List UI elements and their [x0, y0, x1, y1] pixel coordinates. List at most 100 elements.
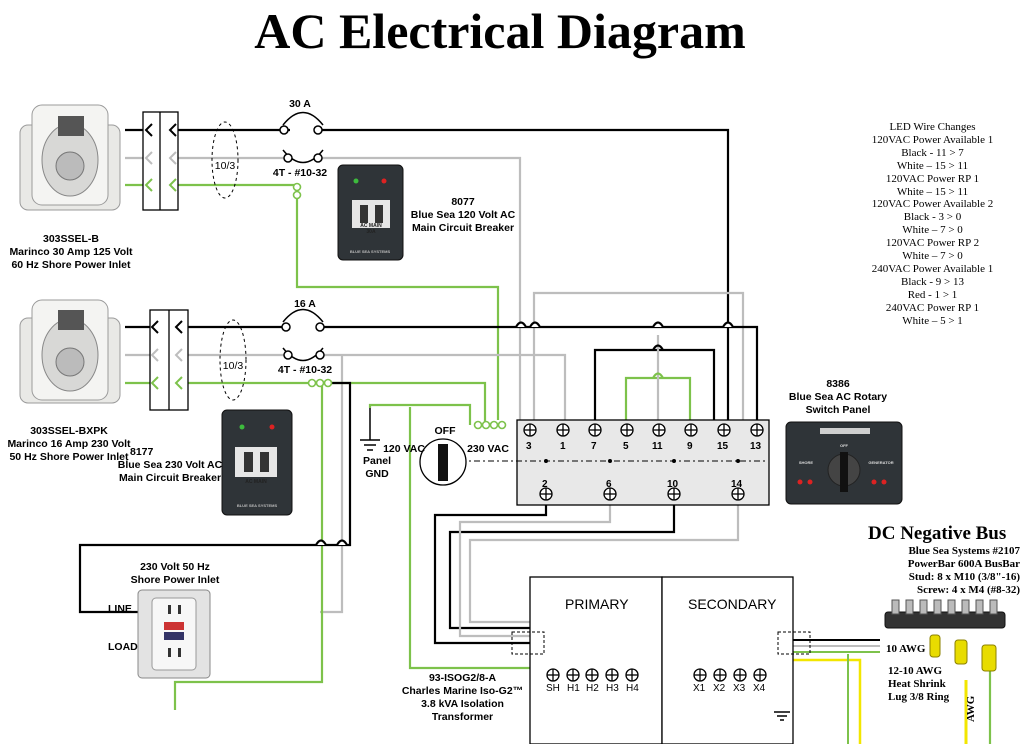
- wire-green-30a-ground: [125, 183, 500, 420]
- terminal-label: 3: [526, 441, 532, 452]
- led-note: Red - 1 > 1: [907, 288, 958, 301]
- wire-white-crossover: [532, 291, 745, 425]
- panel-8077-line1: Blue Sea 120 Volt AC: [410, 209, 516, 221]
- led-note: 240VAC Power Available 1: [871, 262, 994, 275]
- transformer-primary-label: PRIMARY: [565, 596, 629, 612]
- breaker-16a-symbol: [281, 308, 325, 362]
- rotary-off: OFF: [434, 425, 456, 437]
- terminal-label: 15: [717, 441, 729, 452]
- panel-8077-panel-text: AC MAIN: [360, 223, 382, 229]
- cable-label-top: 10/3: [214, 160, 236, 172]
- terminal-label: 13: [750, 441, 762, 452]
- page-title: AC Electrical Diagram: [254, 3, 746, 59]
- transformer-primary-box: [529, 576, 663, 744]
- terminal-label: 5: [623, 441, 629, 452]
- panel-gnd-label: Panel GND: [360, 455, 394, 481]
- panel-gnd-symbol: [360, 408, 380, 451]
- led-note: 120VAC Power RP 1: [885, 172, 980, 185]
- panel-8386-off: OFF: [840, 443, 848, 448]
- panel-8177-image: [221, 409, 293, 516]
- panel-8386-line2: Switch Panel: [805, 404, 871, 416]
- terminal-label: X1: [693, 683, 706, 694]
- terminal-label: H4: [626, 683, 639, 694]
- terminal-label: H3: [606, 683, 619, 694]
- dc-bus-lug3: Lug 3/8 Ring: [888, 691, 950, 703]
- led-note: Black - 3 > 0: [903, 211, 962, 224]
- wire-white-16a-neutral: [125, 353, 567, 614]
- dc-bus-line4: Screw: 4 x M4 (#8-32): [916, 584, 1020, 596]
- panel-8177-faceplate-text: AC MAIN: [245, 479, 267, 485]
- wire-black-16a-load: [78, 381, 352, 614]
- outlet-image: [137, 589, 211, 679]
- panel-8077-label: 8077 Blue Sea 120 Volt AC Main Circuit B…: [403, 196, 523, 235]
- wire-green-transformer-sh: [408, 407, 553, 670]
- dc-bus-line2: PowerBar 600A BusBar: [907, 558, 1020, 570]
- terminal-label: 9: [687, 441, 693, 452]
- panel-8077-faceplate-text: AC MAIN 30A: [350, 223, 392, 235]
- dc-bus-lug2: Heat Shrink: [888, 678, 946, 690]
- terminal-label: 6: [606, 479, 612, 490]
- transformer-line2: Charles Marine Iso-G2™: [401, 685, 524, 697]
- dc-bus-line3: Stud: 8 x M10 (3/8"-16): [908, 571, 1020, 583]
- wire-black-top-bridge: [593, 348, 716, 425]
- panel-8386-part: 8386: [826, 378, 850, 390]
- terminal-label: H1: [567, 683, 580, 694]
- terminal-label: 14: [731, 479, 743, 490]
- led-note: White – 7 > 0: [902, 250, 963, 263]
- led-note: White – 15 > 11: [896, 185, 969, 198]
- led-note: 240VAC Power RP 1: [885, 301, 980, 314]
- terminal-label: 2: [542, 479, 548, 490]
- terminal-label: X2: [713, 683, 726, 694]
- terminal-label: X4: [753, 683, 766, 694]
- dc-bus-10awg: 10 AWG: [886, 643, 926, 655]
- outlet-line1: 230 Volt 50 Hz: [140, 561, 210, 573]
- wire-black-16a-line: [125, 325, 759, 425]
- terminal-label: SH: [546, 683, 560, 694]
- terminal-label: 11: [652, 441, 663, 452]
- breaker-30a-symbol: [279, 111, 324, 164]
- cable-oval-bottom: [219, 319, 247, 401]
- terminal-label: 7: [591, 441, 597, 452]
- dc-bus-lug1: 12-10 AWG: [888, 665, 943, 677]
- led-notes: LED Wire Changes 120VAC Power Available …: [860, 121, 1005, 328]
- panel-8177-brand: BLUE SEA SYSTEMS: [236, 503, 278, 508]
- dc-bus-line1: Blue Sea Systems #2107: [908, 545, 1020, 557]
- inlet-16a-line2: 50 Hz Shore Power Inlet: [9, 451, 129, 463]
- panel-8386-image: [785, 421, 903, 505]
- lug-image: [929, 634, 997, 672]
- outlet-load-label: LOAD: [108, 641, 138, 653]
- led-note: Black - 11 > 7: [901, 146, 964, 159]
- led-note: 120VAC Power Available 1: [871, 133, 994, 146]
- panel-gnd-line1: Panel: [362, 455, 391, 467]
- inlet-16a-label: 303SSEL-BXPK Marinco 16 Amp 230 Volt 50 …: [2, 425, 136, 464]
- rotary-230vac: 230 VAC: [467, 443, 509, 455]
- led-note: 120VAC Power RP 2: [885, 237, 980, 250]
- rotary-knob-symbol: [419, 438, 467, 486]
- outlet-line2: Shore Power Inlet: [130, 574, 220, 586]
- rotary-120vac: 120 VAC: [383, 443, 425, 455]
- terminal-label: H2: [586, 683, 599, 694]
- breaker-30a-terminal: 4T - #10-32: [272, 167, 328, 179]
- outlet-label: 230 Volt 50 Hz Shore Power Inlet: [120, 561, 230, 587]
- cable-oval-top: [211, 121, 239, 199]
- inlet-30a-model: 303SSEL-B: [42, 233, 100, 245]
- transformer-label: 93-ISOG2/8-A Charles Marine Iso-G2™ 3.8 …: [400, 672, 525, 724]
- panel-8386-shore: SHORE: [798, 460, 814, 465]
- inlet-30a-label: 303SSEL-B Marinco 30 Amp 125 Volt 60 Hz …: [6, 233, 136, 272]
- led-note: Black - 9 > 13: [900, 275, 965, 288]
- panel-8177-label: 8177 Blue Sea 230 Volt AC Main Circuit B…: [100, 446, 240, 485]
- outlet-line-label: LINE: [108, 603, 132, 615]
- wire-green-16a-ground: [125, 381, 487, 710]
- bus-bar-image: [884, 599, 1006, 629]
- rotary-switch-body: [516, 419, 770, 506]
- cable-label-bottom: 10/3: [222, 360, 244, 372]
- secondary-ground-symbol: [774, 711, 790, 721]
- breaker-30a-rating: 30 A: [289, 98, 311, 110]
- panel-8077-panel-sub: 30A: [366, 229, 376, 235]
- panel-8077-part: 8077: [451, 196, 475, 208]
- panel-8386-generator: GENERATOR: [868, 460, 894, 465]
- led-note: White – 5 > 1: [902, 314, 963, 327]
- panel-8177-line1: Blue Sea 230 Volt AC: [117, 459, 223, 471]
- inlet-16a-line1: Marinco 16 Amp 230 Volt: [7, 438, 131, 450]
